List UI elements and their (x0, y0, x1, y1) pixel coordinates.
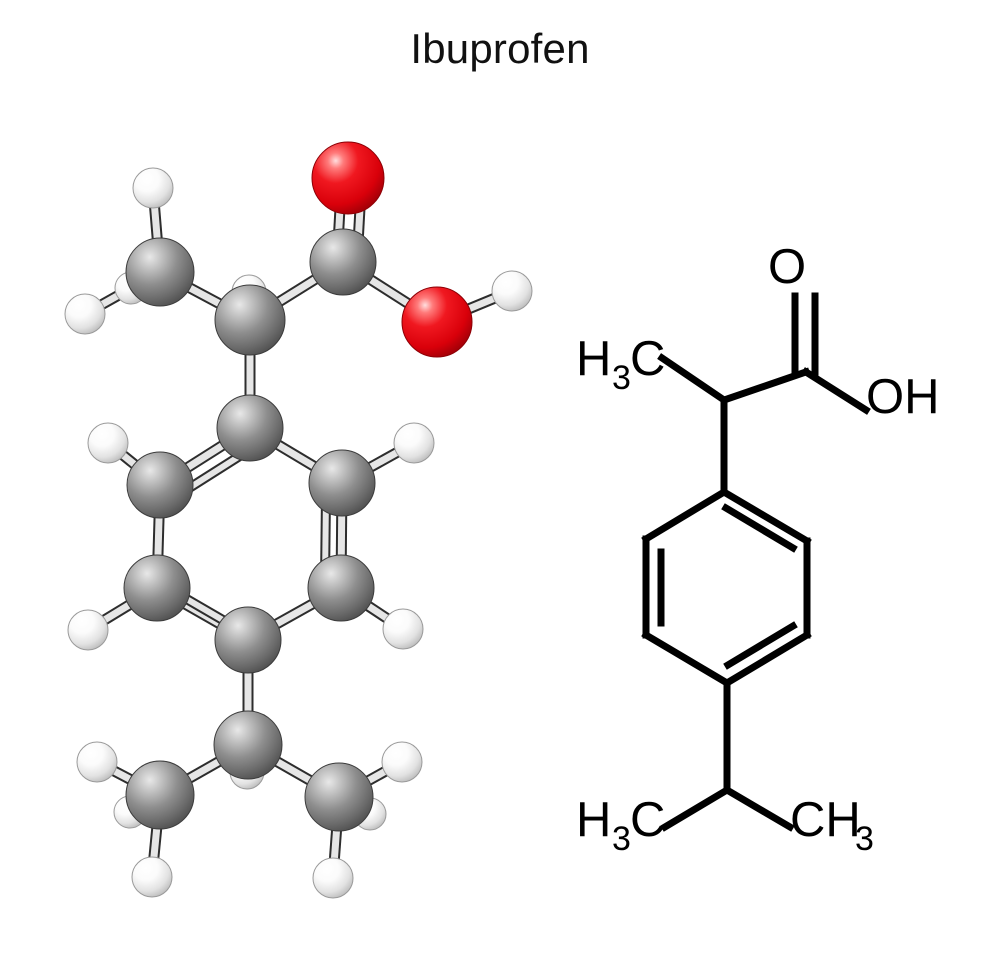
bond-isopropyl-right (722, 785, 795, 832)
ring-double-inner (723, 621, 798, 670)
ring-edge (641, 630, 732, 688)
atom-hydrogen (393, 422, 435, 464)
atom-layer (64, 141, 533, 899)
bond-chiral-methyl (657, 353, 729, 405)
atom-oxygen (311, 141, 385, 215)
atom-hydrogen (67, 609, 109, 651)
atom-carbon (214, 284, 286, 356)
atom-carbon (123, 554, 191, 622)
atom-carbon (304, 762, 374, 832)
label-carbonyl-oxygen: O (768, 240, 806, 294)
atom-carbon (307, 554, 375, 622)
skeletal-labels: H 3 C O OH H 3 C CH 3 (576, 240, 940, 858)
atom-carbon (308, 449, 376, 517)
atom-oxygen (401, 286, 473, 358)
ring-edge (722, 630, 812, 688)
atom-carbon (216, 394, 284, 462)
atom-hydrogen (132, 167, 174, 209)
label-isopropyl-left-subscript: 3 (612, 820, 631, 858)
ring-edge (719, 487, 812, 546)
bond-c-chiral (719, 367, 811, 405)
atom-hydrogen (491, 270, 533, 312)
atom-hydrogen (382, 608, 424, 650)
atom-carbon (213, 710, 283, 780)
bond-c-oh (801, 367, 871, 415)
atom-hydrogen (312, 857, 354, 899)
ring-edge (641, 487, 729, 544)
atom-carbon (125, 237, 195, 307)
page-title: Ibuprofen (410, 25, 590, 72)
atom-carbon (309, 228, 377, 296)
bond-isopropyl-left (660, 785, 732, 832)
label-isopropyl-left-h: H (576, 793, 611, 847)
label-isopropyl-left-c: C (630, 793, 665, 847)
label-hydroxyl: OH (866, 370, 940, 424)
label-isopropyl-right-ch: CH (790, 793, 861, 847)
skeletal-structure (641, 292, 871, 832)
atom-hydrogen (87, 422, 129, 464)
ring-double-inner (721, 503, 798, 553)
atom-hydrogen (131, 856, 173, 898)
label-methyl-h-subscript: 3 (612, 359, 631, 397)
atom-carbon (214, 606, 282, 674)
label-methyl-c: C (630, 332, 665, 386)
atom-carbon (125, 760, 195, 830)
atom-hydrogen (381, 741, 423, 783)
label-methyl-h: H (576, 332, 611, 386)
label-isopropyl-right-subscript: 3 (855, 820, 874, 858)
atom-hydrogen (64, 293, 106, 335)
atom-hydrogen (76, 741, 118, 783)
atom-carbon (126, 451, 194, 519)
